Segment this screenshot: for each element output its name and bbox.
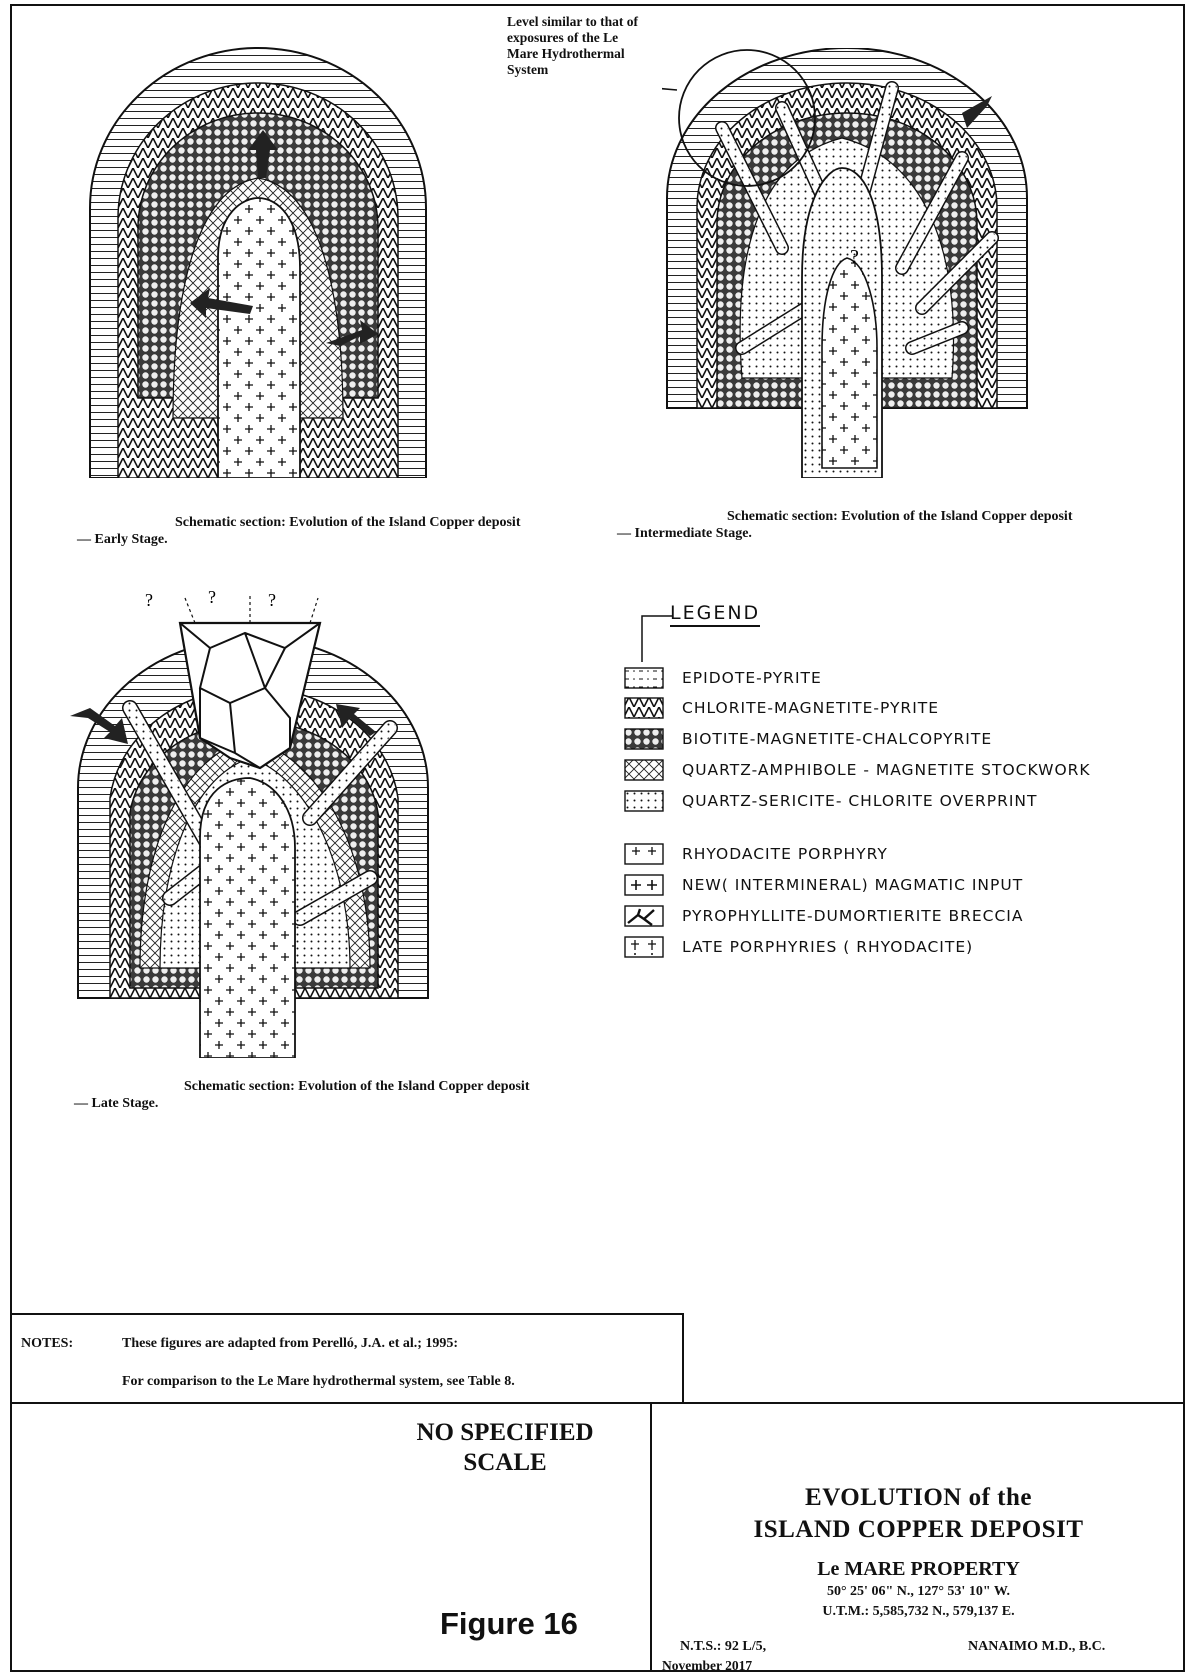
caption-early-stage: Schematic section: Evolution of the Isla… xyxy=(175,514,520,548)
legend-label: BIOTITE-MAGNETITE-CHALCOPYRITE xyxy=(682,730,992,748)
legend-label: NEW( INTERMINERAL) MAGMATIC INPUT xyxy=(682,876,1023,894)
legend-label: RHYODACITE PORPHYRY xyxy=(682,845,888,863)
legend-item-pyrophyllite-breccia: PYROPHYLLITE-DUMORTIERITE BRECCIA xyxy=(624,904,1024,928)
caption-intermediate-text: Schematic section: Evolution of the Isla… xyxy=(727,509,1072,524)
coordinates-utm: U.T.M.: 5,585,732 N., 579,137 E. xyxy=(652,1604,1185,1620)
caption-intermediate-stage: Schematic section: Evolution of the Isla… xyxy=(727,508,1072,542)
crosshatch-pattern-icon xyxy=(624,759,664,781)
breccia-pattern-icon xyxy=(624,905,664,927)
property-name: Le MARE PROPERTY xyxy=(652,1558,1185,1581)
legend-label: PYROPHYLLITE-DUMORTIERITE BRECCIA xyxy=(682,907,1024,925)
legend-label: LATE PORPHYRIES ( RHYODACITE) xyxy=(682,938,973,956)
legend-label: QUARTZ-AMPHIBOLE - MAGNETITE STOCKWORK xyxy=(682,761,1091,779)
unknown-mark: ? xyxy=(850,246,859,268)
legend-label: QUARTZ-SERICITE- CHLORITE OVERPRINT xyxy=(682,792,1037,810)
legend-item-rhyodacite-porphyry: RHYODACITE PORPHYRY xyxy=(624,842,888,866)
legend-label: EPIDOTE-PYRITE xyxy=(682,669,822,687)
dots-pattern-icon xyxy=(624,790,664,812)
figure-number: Figure 16 xyxy=(440,1606,578,1642)
scale-note: NO SPECIFIED SCALE xyxy=(380,1418,630,1478)
legend-label: CHLORITE-MAGNETITE-PYRITE xyxy=(682,699,939,717)
caption-late-text: Schematic section: Evolution of the Isla… xyxy=(184,1079,529,1094)
circles-pattern-icon xyxy=(624,728,664,750)
chevron-pattern-icon xyxy=(624,697,664,719)
coordinates-latlong: 50° 25' 06" N., 127° 53' 10" W. xyxy=(652,1584,1185,1600)
legend-item-late-porphyries: LATE PORPHYRIES ( RHYODACITE) xyxy=(624,935,973,959)
caption-early-text: Schematic section: Evolution of the Isla… xyxy=(175,515,520,530)
notes-source-line: These figures are adapted from Perelló, … xyxy=(122,1336,458,1352)
drawing-title-line1: EVOLUTION of the xyxy=(652,1482,1185,1514)
unknown-mark-right: ? xyxy=(268,590,276,610)
sparse-plus-pattern-icon xyxy=(624,843,664,865)
drawing-title-line2: ISLAND COPPER DEPOSIT xyxy=(652,1514,1185,1546)
legend-item-quartz-sericite-chlorite: QUARTZ-SERICITE- CHLORITE OVERPRINT xyxy=(624,789,1037,813)
legend-connector xyxy=(636,614,676,662)
notes-label: NOTES: xyxy=(21,1336,73,1352)
notes-box xyxy=(10,1313,684,1404)
legend-item-chlorite-magnetite-pyrite: CHLORITE-MAGNETITE-PYRITE xyxy=(624,696,939,720)
plus-pattern-icon xyxy=(624,874,664,896)
caption-early-stage-label: — Early Stage. xyxy=(77,531,520,548)
mining-district: NANAIMO M.D., B.C. xyxy=(968,1639,1105,1655)
legend-item-epidote-pyrite: EPIDOTE-PYRITE xyxy=(624,666,822,690)
callout-pointer xyxy=(662,86,677,90)
notes-comparison-line: For comparison to the Le Mare hydrotherm… xyxy=(122,1374,515,1390)
drawing-title: EVOLUTION of the ISLAND COPPER DEPOSIT xyxy=(652,1482,1185,1546)
legend-item-new-magmatic-input: NEW( INTERMINERAL) MAGMATIC INPUT xyxy=(624,873,1023,897)
unknown-mark-left: ? xyxy=(145,590,153,610)
legend-item-quartz-amphibole-magnetite: QUARTZ-AMPHIBOLE - MAGNETITE STOCKWORK xyxy=(624,758,1091,782)
late-porphyry-pattern-icon xyxy=(624,936,664,958)
unknown-mark-center: ? xyxy=(208,588,216,607)
legend-item-biotite-magnetite-chalcopyrite: BIOTITE-MAGNETITE-CHALCOPYRITE xyxy=(624,727,992,751)
diagram-early-stage xyxy=(78,38,438,478)
caption-late-stage-label: — Late Stage. xyxy=(74,1095,529,1112)
legend-title: LEGEND xyxy=(670,602,760,627)
diagram-intermediate-stage: ? xyxy=(662,48,1032,478)
caption-intermediate-stage-label: — Intermediate Stage. xyxy=(617,525,1072,542)
nts-sheet: N.T.S.: 92 L/5, xyxy=(680,1639,766,1655)
exposure-level-callout: Level similar to that of exposures of th… xyxy=(507,14,647,78)
caption-late-stage: Schematic section: Evolution of the Isla… xyxy=(184,1078,529,1112)
dash-dot-pattern-icon xyxy=(624,667,664,689)
title-block-border xyxy=(10,1402,1185,1404)
drawing-date: November 2017 xyxy=(662,1658,752,1674)
diagram-late-stage: ? ? ? xyxy=(70,588,440,1058)
